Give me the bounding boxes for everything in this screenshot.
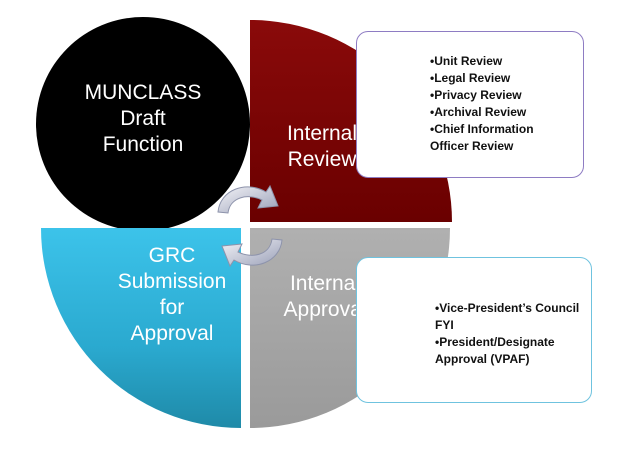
grc-quadrant — [41, 228, 241, 428]
cycle-arrow-bottom — [221, 238, 283, 268]
list-item: •Privacy Review — [430, 88, 522, 102]
internal-review-steps-list: •Unit Review •Legal Review •Privacy Revi… — [430, 53, 570, 155]
internal-approval-steps-list: •Vice-President’s Council FYI •President… — [435, 300, 585, 368]
list-item: •Unit Review — [430, 54, 503, 68]
munclass-label: MUNCLASS Draft Function — [84, 81, 202, 156]
internal-approval-steps-box: •Vice-President’s Council FYI •President… — [356, 257, 592, 403]
list-item: •Archival Review — [430, 105, 527, 119]
cycle-arrow-top — [217, 184, 279, 214]
list-item: •Legal Review — [430, 71, 511, 85]
grc-label: GRC Submission for Approval — [117, 244, 227, 345]
munclass-circle — [36, 17, 250, 231]
list-item: •President/Designate Approval (VPAF) — [435, 335, 555, 366]
list-item: •Vice-President’s Council FYI — [435, 301, 580, 332]
list-item: •Chief Information Officer Review — [430, 122, 534, 153]
cycle-arrows — [217, 184, 283, 268]
internal-review-label: Internal Review — [286, 122, 358, 171]
internal-review-steps-box: •Unit Review •Legal Review •Privacy Revi… — [356, 31, 584, 178]
internal-approval-label: Internal Approval — [283, 272, 367, 321]
